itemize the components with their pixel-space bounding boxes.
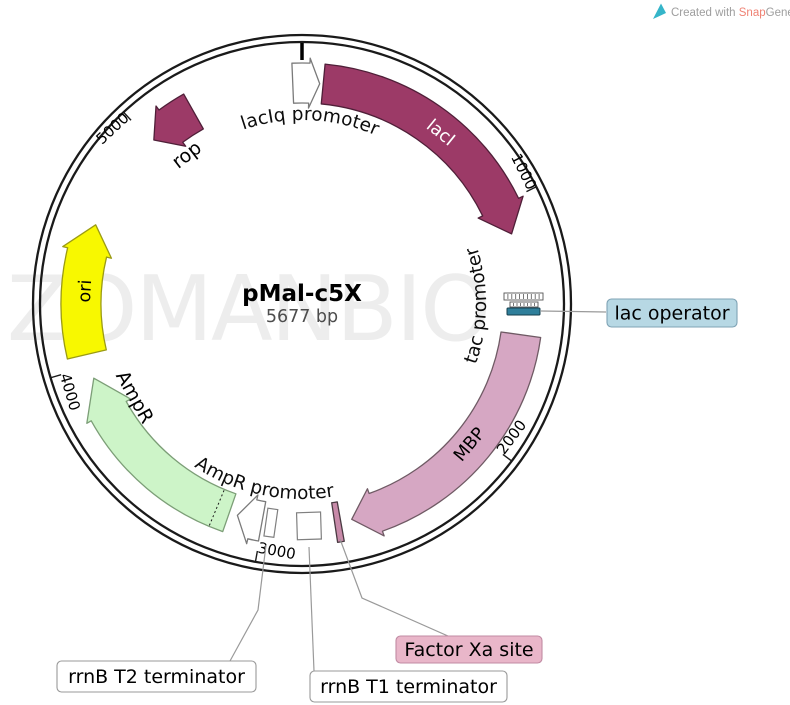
rrnb-t2-terminator-label-box <box>56 660 257 693</box>
backbone-outer-circle <box>31 33 573 575</box>
rrnb-t1-terminator-label-box <box>309 670 508 703</box>
factor-xa-site-label-text: Factor Xa site <box>404 639 533 661</box>
lac-operator-callout-line <box>540 310 607 313</box>
lac-operator-label-box <box>606 298 738 328</box>
rop-arrow <box>153 93 204 147</box>
tick-mark-1000 <box>526 186 537 193</box>
plasmid-name: pMal-c5X <box>242 281 362 307</box>
tick-mark-4000 <box>50 373 62 379</box>
tick-mark-5000 <box>123 111 132 121</box>
rrnb-t2-terminator-label-text: rrnB T2 terminator <box>68 666 245 688</box>
lacIq-promoter-arrow <box>291 57 321 109</box>
ori-label: ori <box>75 279 96 303</box>
ori-arrow <box>60 224 113 360</box>
lacI-arrow <box>320 63 524 235</box>
ampr-promoter-arrow <box>236 494 267 545</box>
mbp-arrow <box>351 331 542 537</box>
rrnb-t2-terminator-box <box>263 507 279 539</box>
rrnb-t2-terminator-callout-line <box>229 544 267 662</box>
rrnb-t1-terminator-box <box>295 511 323 541</box>
factor-xa-site-label-box <box>395 635 543 664</box>
credit-text: Created with SnapGene® <box>671 5 790 19</box>
factor-xa-site-callout-line <box>339 538 449 637</box>
tick-mark-2000 <box>502 453 513 462</box>
rrnb-t1-terminator-callout-line <box>308 546 315 672</box>
snapgene-logo-icon <box>653 3 666 19</box>
rrnb-t1-terminator-label-text: rrnB T1 terminator <box>320 676 497 698</box>
tac-promoter-marker <box>503 292 544 308</box>
lac-operator-label-text: lac operator <box>614 303 729 325</box>
ampr-arrow-signal-divider <box>208 490 225 526</box>
lac-operator-marker <box>506 307 541 316</box>
factor-xa-site-marker <box>331 501 345 543</box>
tick-label-3000: 3000 <box>256 539 297 564</box>
tick-mark-3000 <box>254 550 259 562</box>
snapgene-credit: Created with SnapGene® <box>653 3 790 19</box>
plasmid-size: 5677 bp <box>266 307 338 327</box>
ampr-arrow <box>86 377 237 533</box>
backbone-inner-circle <box>38 40 566 568</box>
